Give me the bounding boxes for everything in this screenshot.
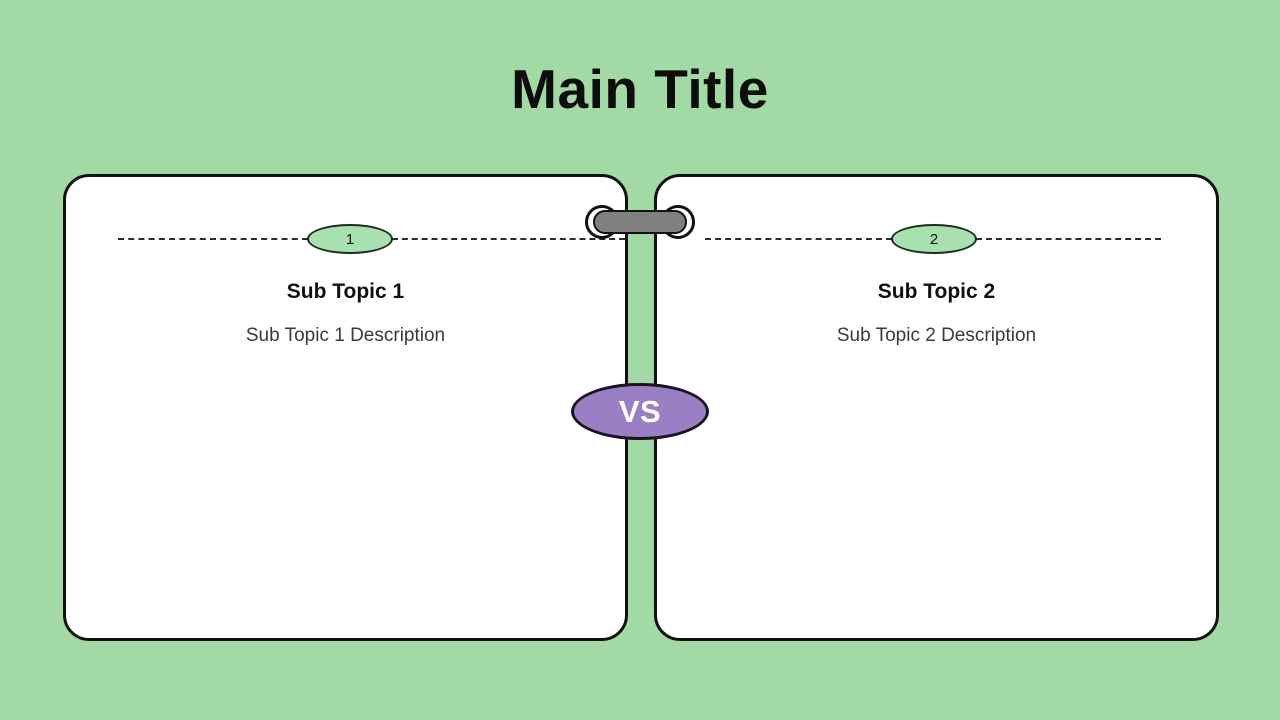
dashed-line-icon	[118, 238, 308, 240]
comparison-panel-right[interactable]: 2 Sub Topic 2 Sub Topic 2 Description	[654, 174, 1219, 641]
dashed-line-icon	[705, 238, 892, 240]
clasp-bar-icon	[593, 210, 687, 234]
sub-topic-description-2: Sub Topic 2 Description	[836, 325, 1037, 346]
clasp-connector-icon	[585, 205, 695, 239]
number-badge-2[interactable]: 2	[891, 224, 977, 254]
sub-topic-description-1: Sub Topic 1 Description	[245, 325, 446, 346]
divider-row-left: 1	[66, 224, 625, 254]
dashed-line-icon	[976, 238, 1161, 240]
sub-topic-title-2: Sub Topic 2	[877, 280, 996, 303]
vs-badge: VS	[571, 383, 709, 440]
sub-topic-title-1: Sub Topic 1	[286, 280, 405, 303]
dashed-line-icon	[392, 238, 625, 240]
page-title: Main Title	[511, 58, 769, 120]
vs-label: VS	[618, 394, 662, 429]
comparison-panel-left[interactable]: 1 Sub Topic 1 Sub Topic 1 Description	[63, 174, 628, 641]
number-badge-1[interactable]: 1	[307, 224, 393, 254]
divider-row-right: 2	[657, 224, 1216, 254]
